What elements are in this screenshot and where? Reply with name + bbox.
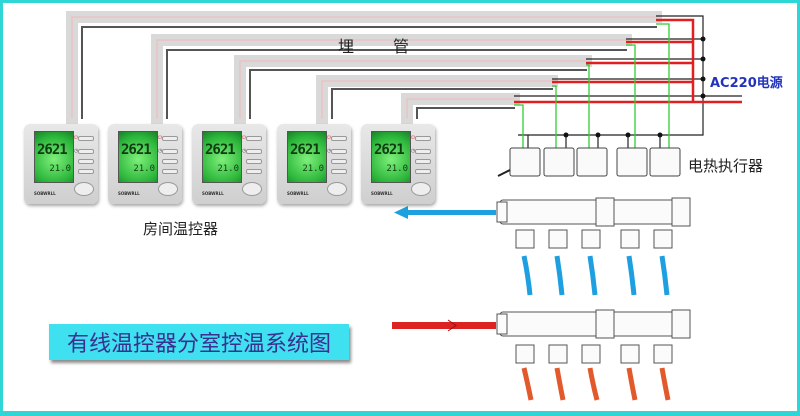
clock-icon: ◷ bbox=[158, 148, 163, 154]
mode-button[interactable] bbox=[78, 149, 94, 154]
room-thermostat: 2621 21.0 ⏻ ◷ SOBWRLL bbox=[24, 124, 98, 204]
power-wires bbox=[514, 15, 742, 148]
power-button[interactable] bbox=[415, 136, 431, 141]
actuator-label: 电热执行器 bbox=[688, 157, 764, 175]
set-button[interactable] bbox=[246, 159, 262, 164]
signal-wires bbox=[514, 23, 670, 148]
room-thermostat: 2621 21.0 ⏻ ◷ SOBWRLL bbox=[192, 124, 266, 204]
display-main: 2621 bbox=[121, 142, 152, 158]
room-thermostat: 2621 21.0 ⏻ ◷ SOBWRLL bbox=[108, 124, 182, 204]
display-main: 2621 bbox=[37, 142, 68, 158]
power-icon: ⏻ bbox=[158, 135, 162, 141]
set-button[interactable] bbox=[415, 159, 431, 164]
set-button[interactable] bbox=[78, 159, 94, 164]
power-button[interactable] bbox=[78, 136, 94, 141]
conduit-1 bbox=[66, 11, 662, 124]
clock-icon: ◷ bbox=[74, 148, 79, 154]
clock-icon: ◷ bbox=[242, 148, 247, 154]
thermostat-display: 2621 21.0 bbox=[202, 131, 242, 183]
thermostat-display: 2621 21.0 bbox=[287, 131, 327, 183]
power-label: AC220电源 bbox=[710, 76, 783, 91]
supply-pipes bbox=[521, 367, 671, 401]
buried-pipe-label-1: 埋 bbox=[338, 37, 355, 56]
return-arrow-icon bbox=[394, 206, 496, 219]
power-icon: ⏻ bbox=[327, 135, 331, 141]
adjust-knob[interactable] bbox=[411, 182, 431, 196]
thermostat-label: 房间温控器 bbox=[143, 220, 219, 238]
adjust-knob[interactable] bbox=[74, 182, 94, 196]
power-icon: ⏻ bbox=[411, 135, 415, 141]
buried-pipe-label-2: 管 bbox=[393, 37, 410, 56]
brand-logo: SOBWRLL bbox=[287, 191, 309, 196]
set-button[interactable] bbox=[162, 159, 178, 164]
display-sub: 21.0 bbox=[386, 164, 408, 174]
conduit-5 bbox=[401, 93, 520, 124]
thermostat-display: 2621 21.0 bbox=[371, 131, 411, 183]
mode-button[interactable] bbox=[246, 149, 262, 154]
actuators bbox=[497, 147, 681, 177]
power-icon: ⏻ bbox=[242, 135, 246, 141]
ok-button[interactable] bbox=[415, 169, 431, 174]
supply-manifold bbox=[496, 309, 691, 364]
ok-button[interactable] bbox=[78, 169, 94, 174]
power-button[interactable] bbox=[162, 136, 178, 141]
thermostat-display: 2621 21.0 bbox=[118, 131, 158, 183]
thermostat-display: 2621 21.0 bbox=[34, 131, 74, 183]
conduit-4 bbox=[316, 75, 558, 124]
mode-button[interactable] bbox=[331, 149, 347, 154]
power-button[interactable] bbox=[331, 136, 347, 141]
brand-logo: SOBWRLL bbox=[371, 191, 393, 196]
brand-logo: SOBWRLL bbox=[118, 191, 140, 196]
display-main: 2621 bbox=[374, 142, 405, 158]
adjust-knob[interactable] bbox=[242, 182, 262, 196]
clock-icon: ◷ bbox=[411, 148, 416, 154]
set-button[interactable] bbox=[331, 159, 347, 164]
conduit-3 bbox=[234, 55, 592, 124]
display-sub: 21.0 bbox=[133, 164, 155, 174]
display-main: 2621 bbox=[290, 142, 321, 158]
supply-arrow-icon bbox=[392, 319, 496, 332]
display-sub: 21.0 bbox=[49, 164, 71, 174]
display-sub: 21.0 bbox=[302, 164, 324, 174]
display-sub: 21.0 bbox=[217, 164, 239, 174]
mode-button[interactable] bbox=[162, 149, 178, 154]
return-manifold bbox=[496, 197, 691, 249]
brand-logo: SOBWRLL bbox=[34, 191, 56, 196]
adjust-knob[interactable] bbox=[158, 182, 178, 196]
mode-button[interactable] bbox=[415, 149, 431, 154]
brand-logo: SOBWRLL bbox=[202, 191, 224, 196]
conduits bbox=[66, 11, 662, 124]
clock-icon: ◷ bbox=[327, 148, 332, 154]
ok-button[interactable] bbox=[246, 169, 262, 174]
return-pipes bbox=[521, 255, 670, 296]
ok-button[interactable] bbox=[162, 169, 178, 174]
adjust-knob[interactable] bbox=[327, 182, 347, 196]
power-button[interactable] bbox=[246, 136, 262, 141]
room-thermostat: 2621 21.0 ⏻ ◷ SOBWRLL bbox=[277, 124, 351, 204]
conduit-2 bbox=[151, 34, 632, 124]
ok-button[interactable] bbox=[331, 169, 347, 174]
diagram-title: 有线温控器分室控温系统图 bbox=[49, 324, 349, 360]
power-icon: ⏻ bbox=[74, 135, 78, 141]
room-thermostat: 2621 21.0 ⏻ ◷ SOBWRLL bbox=[361, 124, 435, 204]
display-main: 2621 bbox=[205, 142, 236, 158]
